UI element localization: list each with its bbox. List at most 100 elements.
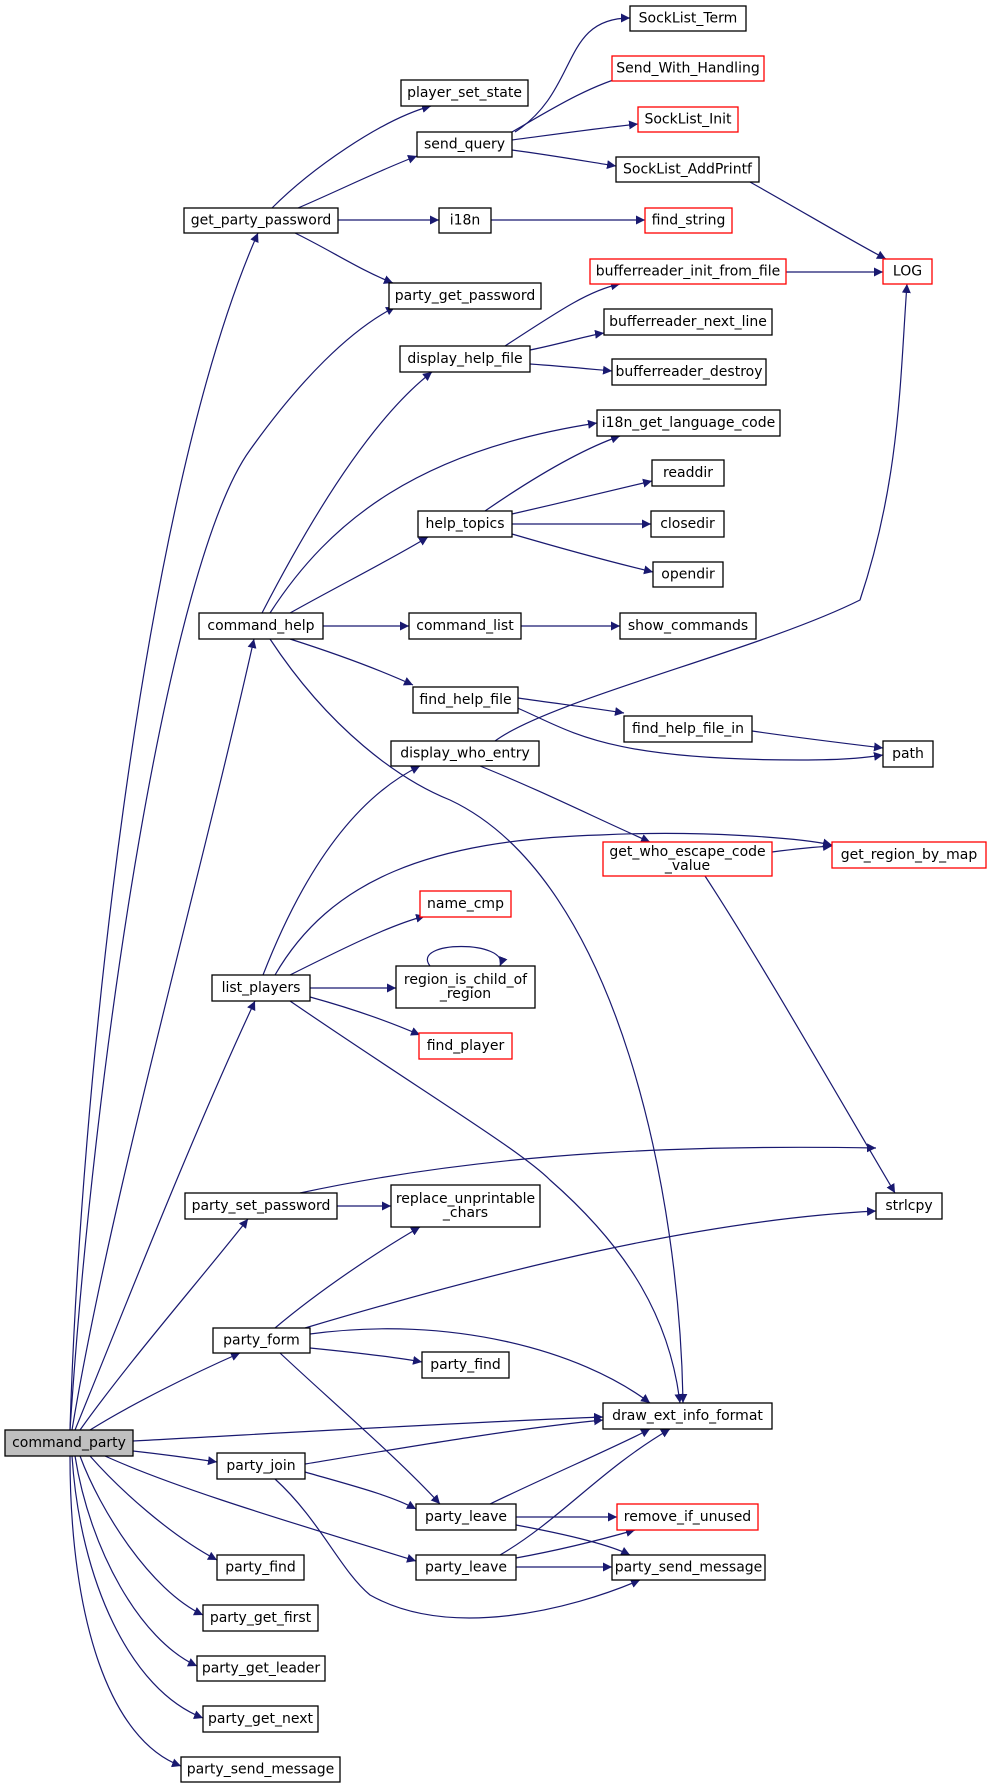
edge-party_leave_2-to-remove_if_unused — [515, 1528, 636, 1559]
node-label: party_find — [225, 1560, 296, 1576]
node-label: bufferreader_next_line — [609, 314, 767, 330]
node-label: party_find — [430, 1357, 501, 1373]
node-label: display_help_file — [407, 351, 522, 367]
node-label: opendir — [661, 567, 715, 583]
edge-list_players-to-draw_ext_info_format — [289, 1000, 684, 1404]
edge-party_form-to-strlcpy — [304, 1206, 877, 1329]
edge-get_party_password-to-send_query — [297, 154, 418, 209]
edge-party_join-to-draw_ext_info_format — [304, 1416, 604, 1465]
node-party-form[interactable]: party_form — [212, 1327, 311, 1354]
edges-layer — [69, 13, 911, 1768]
node-label: show_commands — [628, 618, 748, 634]
edge-command_party-to-draw_ext_info_format — [132, 1412, 604, 1442]
node-command-party[interactable]: command_party — [4, 1429, 134, 1457]
node-path[interactable]: path — [882, 740, 934, 768]
node-player-set-state[interactable]: player_set_state — [400, 79, 529, 107]
node-label: command_list — [416, 618, 514, 634]
node-name-cmp[interactable]: name_cmp — [419, 890, 512, 918]
node-party-find-1[interactable]: party_find — [421, 1351, 510, 1379]
edge-command_party-to-party_find_2 — [89, 1455, 218, 1561]
edge-get_party_password-to-player_set_state — [271, 104, 432, 209]
node-draw-ext-info-format[interactable]: draw_ext_info_format — [602, 1402, 773, 1430]
nodes-layer: command_party get_party_password player_se… — [4, 5, 987, 1783]
edge-command_help-to-help_topics — [289, 536, 429, 614]
node-label: party_join — [226, 1458, 295, 1474]
node-strlcpy[interactable]: strlcpy — [875, 1192, 943, 1220]
node-get-who-escape-code-value[interactable]: get_who_escape_code_value — [602, 841, 773, 877]
edge-help_topics-to-readdir — [511, 478, 653, 515]
node-label: Send_With_Handling — [616, 61, 759, 77]
node-get-party-password[interactable]: get_party_password — [183, 207, 339, 234]
node-region-is-child-of-region[interactable]: region_is_child_of_region — [395, 965, 536, 1009]
edge-region_is_child_of_region-to-region_is_child_of_region — [426, 946, 508, 967]
node-party-leave-2[interactable]: party_leave — [415, 1554, 517, 1581]
node-party-send-message-1[interactable]: party_send_message — [611, 1554, 766, 1581]
node-find-help-file-in[interactable]: find_help_file_in — [623, 715, 753, 743]
node-Send-With-Handling[interactable]: Send_With_Handling — [611, 55, 765, 82]
node-label: readdir — [663, 465, 713, 481]
node-party-get-leader[interactable]: party_get_leader — [196, 1655, 326, 1682]
node-help-topics[interactable]: help_topics — [417, 510, 513, 538]
node-label: bufferreader_init_from_file — [596, 264, 780, 280]
node-remove-if-unused[interactable]: remove_if_unused — [616, 1503, 759, 1531]
node-i18n-get-language-code[interactable]: i18n_get_language_code — [596, 409, 781, 437]
edge-command_help-to-i18n_get_language_code — [269, 419, 598, 614]
edge-get_party_password-to-party_get_password — [294, 232, 394, 284]
node-SockList-Init[interactable]: SockList_Init — [637, 106, 739, 133]
edge-list_players-to-find_player — [309, 996, 421, 1036]
node-find-player[interactable]: find_player — [418, 1032, 513, 1060]
node-bufferreader-destroy[interactable]: bufferreader_destroy — [611, 358, 767, 386]
node-label: display_who_entry — [400, 746, 530, 762]
node-list-players[interactable]: list_players — [211, 974, 311, 1002]
node-get-region-by-map[interactable]: get_region_by_map — [831, 841, 987, 869]
node-display-who-entry[interactable]: display_who_entry — [390, 740, 540, 767]
node-party-get-password[interactable]: party_get_password — [388, 282, 542, 310]
node-party-get-first[interactable]: party_get_first — [202, 1604, 319, 1632]
edge-command_party-to-party_send_message_2 — [69, 1455, 182, 1768]
edge-command_party-to-command_help — [71, 638, 257, 1431]
node-party-send-message-2[interactable]: party_send_message — [180, 1756, 341, 1783]
node-party-join[interactable]: party_join — [216, 1452, 306, 1480]
edge-get_who_escape_code_value-to-get_region_by_map — [771, 842, 833, 853]
edge-help_topics-to-i18n_get_language_code — [484, 434, 621, 512]
node-label: find_player — [427, 1038, 505, 1054]
node-party-find-2[interactable]: party_find — [216, 1554, 305, 1581]
node-label: list_players — [222, 980, 301, 996]
node-SockList-Term[interactable]: SockList_Term — [629, 5, 747, 32]
node-show-commands[interactable]: show_commands — [619, 612, 757, 640]
node-send-query[interactable]: send_query — [416, 131, 513, 158]
node-party-set-password[interactable]: party_set_password — [184, 1192, 338, 1220]
node-closedir[interactable]: closedir — [650, 510, 725, 538]
node-party-get-next[interactable]: party_get_next — [202, 1705, 319, 1733]
node-LOG[interactable]: LOG — [882, 258, 933, 285]
node-bufferreader-init-from-file[interactable]: bufferreader_init_from_file — [589, 258, 787, 285]
node-label: replace_unprintable — [396, 1191, 535, 1207]
node-label: get_region_by_map — [841, 847, 978, 863]
edge-command_party-to-party_get_first — [79, 1455, 204, 1616]
node-label: path — [892, 746, 924, 762]
node-label: SockList_AddPrintf — [623, 162, 753, 178]
edge-send_query-to-SockList_Term — [514, 13, 631, 133]
node-opendir[interactable]: opendir — [652, 561, 724, 588]
node-label: party_get_password — [395, 288, 535, 304]
node-label: _value — [664, 858, 710, 874]
node-display-help-file[interactable]: display_help_file — [399, 345, 531, 373]
edge-command_help-to-draw_ext_info_format — [269, 638, 688, 1404]
node-i18n[interactable]: i18n — [438, 207, 492, 234]
node-label: party_set_password — [192, 1198, 331, 1214]
edge-list_players-to-name_cmp — [289, 913, 426, 976]
node-find-string[interactable]: find_string — [644, 207, 733, 234]
edge-command_party-to-party_form — [89, 1352, 241, 1431]
node-SockList-AddPrintf[interactable]: SockList_AddPrintf — [615, 156, 760, 183]
node-bufferreader-next-line[interactable]: bufferreader_next_line — [603, 308, 773, 336]
node-find-help-file[interactable]: find_help_file — [412, 686, 519, 714]
node-readdir[interactable]: readdir — [651, 459, 725, 487]
node-command-list[interactable]: command_list — [408, 612, 522, 640]
node-label: closedir — [660, 516, 715, 532]
node-replace-unprintable-chars[interactable]: replace_unprintable_chars — [390, 1184, 541, 1228]
edge-command_party-to-party_set_password — [79, 1218, 249, 1431]
node-label: party_get_leader — [202, 1661, 321, 1677]
node-command-help[interactable]: command_help — [198, 612, 324, 640]
node-party-leave-1[interactable]: party_leave — [415, 1503, 517, 1531]
